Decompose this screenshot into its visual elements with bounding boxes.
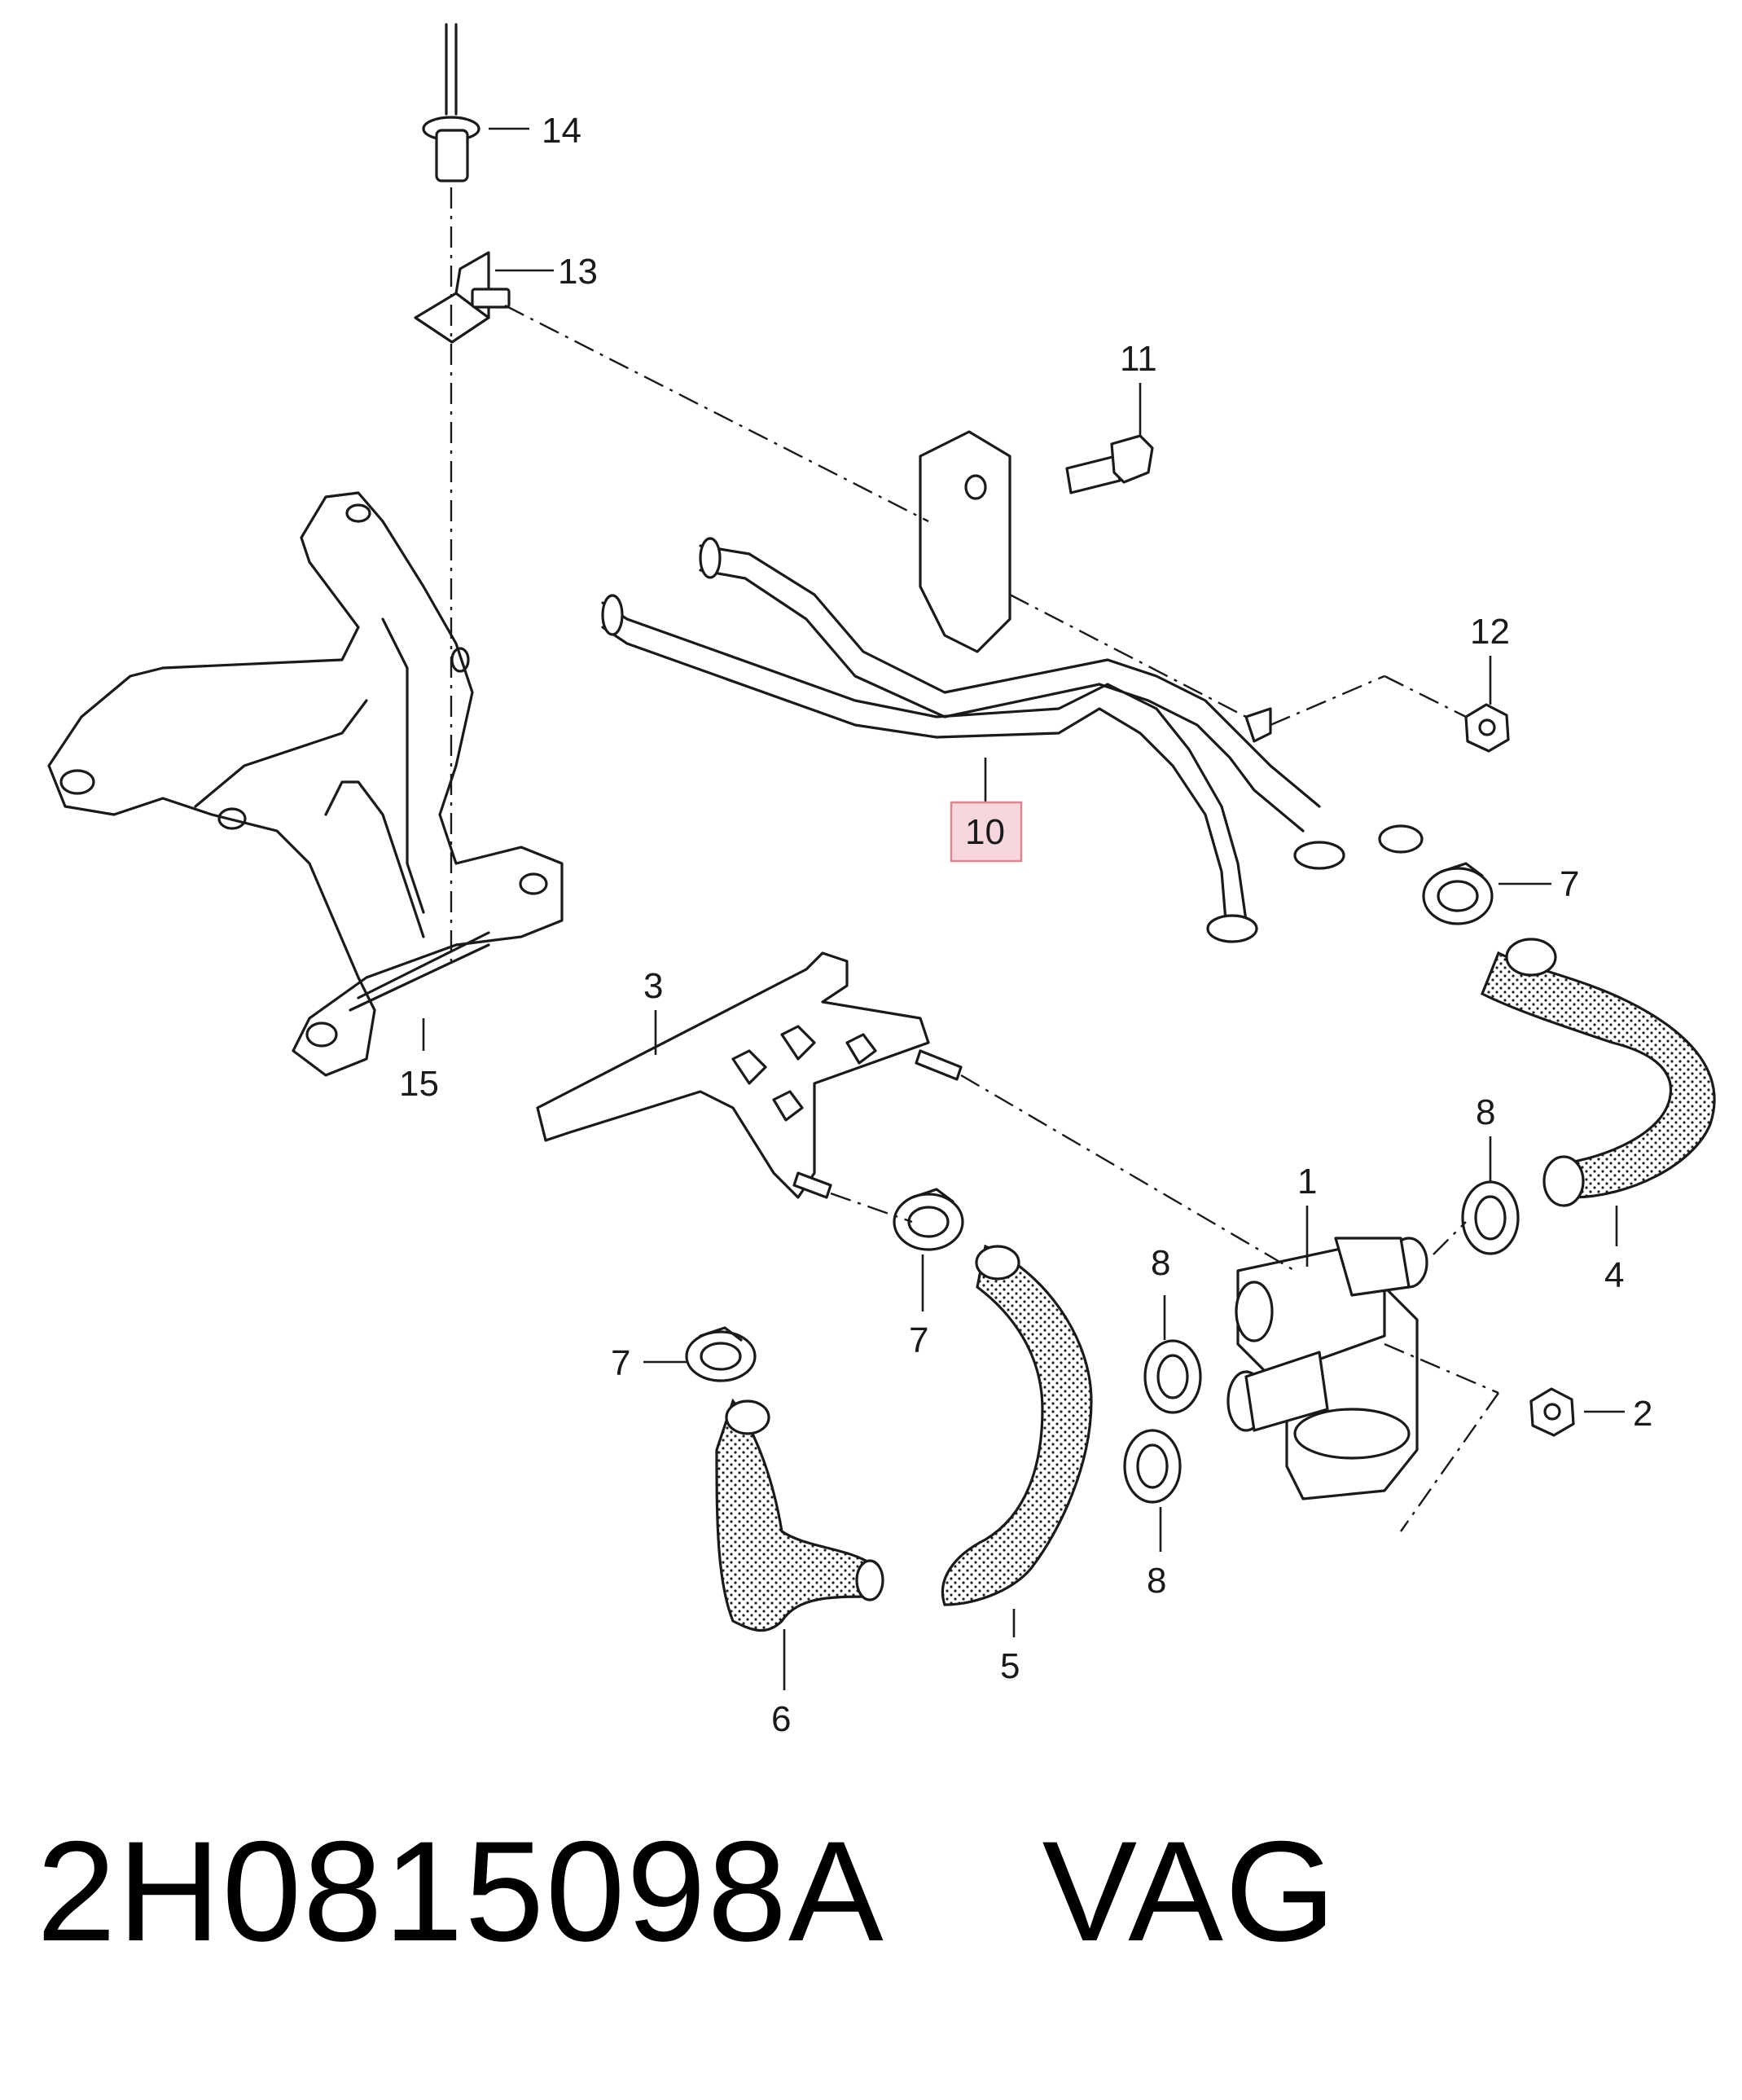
callout-14: 14 — [542, 111, 581, 151]
clamp-7-left — [685, 1326, 757, 1382]
heater-valve-1 — [1226, 1237, 1428, 1500]
callout-7-top: 7 — [1560, 864, 1579, 904]
hose-5 — [941, 1244, 1093, 1606]
callout-15: 15 — [399, 1064, 439, 1104]
bolt-11 — [1065, 434, 1154, 494]
brand-name: VAG — [1042, 1812, 1338, 1971]
part-number: 2H0815098A — [37, 1812, 878, 1971]
callout-3: 3 — [643, 966, 663, 1006]
callout-6: 6 — [771, 1699, 791, 1739]
hose-4 — [1480, 938, 1716, 1207]
callout-7-mid: 7 — [909, 1320, 928, 1360]
hose-6 — [715, 1398, 884, 1632]
leader-lines — [422, 127, 1625, 1690]
callout-10: 10 — [965, 812, 1005, 852]
callout-12: 12 — [1470, 612, 1510, 652]
clamp-8-lower — [1123, 1429, 1182, 1504]
callout-10-highlight — [950, 801, 1023, 863]
clamp-7-mid — [893, 1188, 964, 1251]
callout-7-left: 7 — [611, 1343, 630, 1383]
clamp-8-right — [1461, 1180, 1520, 1255]
clamp-7-top — [1422, 862, 1494, 925]
callout-8-right: 8 — [1476, 1092, 1495, 1132]
part-number-caption: 2H0815098A VAG — [37, 1821, 1337, 1963]
bracket-13 — [414, 251, 511, 344]
nut-12 — [1464, 703, 1510, 753]
clamp-8-upper — [1143, 1339, 1202, 1414]
callout-8-upper: 8 — [1151, 1243, 1170, 1283]
coolant-pipes-10 — [601, 430, 1424, 943]
callout-2: 2 — [1633, 1394, 1652, 1434]
mounting-bracket-15 — [47, 491, 564, 1077]
bracket-3 — [536, 951, 963, 1199]
rivet-14 — [422, 23, 480, 182]
assembly-lines — [450, 187, 1499, 1532]
callout-8-lower: 8 — [1147, 1561, 1166, 1601]
callout-11: 11 — [1120, 339, 1157, 379]
nut-2 — [1529, 1387, 1575, 1437]
callout-5: 5 — [1000, 1646, 1020, 1686]
callout-labels: 14 13 11 12 10 7 3 15 8 1 4 8 7 7 2 8 5 … — [399, 111, 1652, 1739]
callout-4: 4 — [1604, 1255, 1624, 1295]
callout-13: 13 — [558, 252, 598, 292]
callout-1: 1 — [1297, 1162, 1317, 1202]
